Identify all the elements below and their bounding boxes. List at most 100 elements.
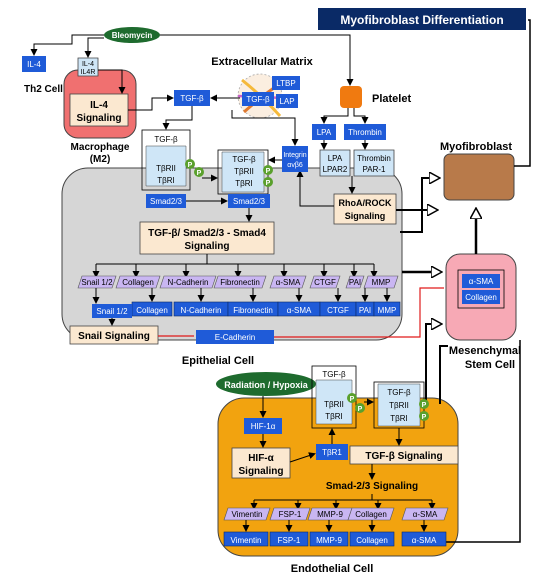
tgfb-free-box [174,90,210,106]
epi-gene-shape-2 [159,275,217,289]
phospho-icon-3 [263,165,273,175]
lpa-box [312,124,336,140]
endo-receptor2-ligand: TGF-β [387,388,411,397]
epi-protein-label-0: Collagen [136,306,168,315]
epi-gene-label-6: PAI [349,278,361,287]
lap-label: LAP [279,97,294,106]
smad1-label: Smad2/3 [150,197,183,206]
il4-signaling-line2: Signaling [77,113,122,124]
stem-marker-frame [457,269,505,309]
red-line-ecadherin-stem [274,287,444,338]
arrow-bleomycin-il4 [30,34,104,56]
page-title: Myofibroblast Differentiation [340,13,503,27]
epi-receptor1-ligand: TGF-β [154,135,178,144]
ecadherin-box [196,330,274,344]
bleomycin-label: Bleomycin [112,31,153,40]
myofibroblast-cell-body [443,153,515,201]
endo-gene-label-2: MMP-9 [317,510,343,519]
epi-protein-box-6 [373,301,401,317]
endo-receptor1-r2: TβRII [324,400,344,409]
epi-gene-shape-3 [213,275,267,289]
thrombin-receptor-bottom: PAR-1 [363,165,387,174]
epi-pathway-box [139,221,275,255]
epi-gene-label-7: MMP [372,278,391,287]
snail-signaling-label: Snail Signaling [78,331,150,342]
endo-gene-shape-1 [269,507,311,521]
rhoa-signaling-box [333,193,397,225]
endo-gene-label-3: Collagen [355,510,387,519]
gene-branch-arrows [92,264,378,278]
phospho-label-7: P [422,402,427,409]
endothelial-cell-label: Endothelial Cell [291,563,374,575]
epi-receptor2-r1: TβRI [235,179,253,188]
epi-gene-label-0: Snail 1/2 [81,278,113,287]
epi-receptor1-r1: TβRI [157,176,175,185]
phospho-label-3: P [266,168,271,175]
ltbp-label: LTBP [276,79,295,88]
endo-receptor2-r2: TβRII [389,401,409,410]
endo-gene-label-0: Vimentin [232,510,263,519]
myofibroblast-label: Myofibroblast [440,141,512,153]
radiation-oval [216,372,316,396]
endo-protein-label-0: Vimentin [231,536,262,545]
phospho-icon-2 [194,167,204,177]
platelet-shape [340,86,362,108]
hif-signaling-box [231,447,291,479]
endo-protein-box-0 [223,531,269,547]
epi-receptor2-ligand: TGF-β [232,155,256,164]
il4-signaling-line1: IL-4 [90,100,108,111]
epi-receptor2-body [221,151,265,193]
arrow-endo-stem-2 [439,345,448,404]
il4-receptor-top: IL-4 [82,61,94,68]
hif-signaling-line1: HIF-α [248,453,274,464]
arrow-receptor-signaling [98,69,126,94]
stem-cell-line1: Mesenchymal [449,345,521,357]
lpa-receptor-shape [319,149,351,177]
phospho-label-8: P [422,414,427,421]
snail-signaling-box [69,325,159,345]
thrombin-box [344,124,386,140]
arrow-epi-myofibroblast [400,178,438,233]
phospho-icon-7 [419,399,429,409]
integrin-box [282,146,308,172]
epithelial-cell-label: Epithelial Cell [182,355,254,367]
arrow-tgfb-receptor1 [162,106,193,130]
arrow-platelet-thrombin [353,108,369,124]
arrow-endo-stem-1 [425,324,440,404]
arrow-bleomycin-receptor [84,37,104,58]
ecm-tgfb-box [242,92,274,106]
epi-protein-label-6: MMP [378,306,397,315]
epi-protein-label-1: N-Cadherin [181,306,222,315]
thrombin-label: Thrombin [348,128,382,137]
phospho-label-4: P [266,180,271,187]
macrophage-line2: (M2) [90,154,111,165]
epi-gene-label-2: N-Cadherin [168,278,209,287]
endo-protein-label-4: α-SMA [412,536,437,545]
arrow-macrophage-tgfb [128,94,174,111]
epi-gene-label-5: CTGF [314,278,336,287]
epi-gene-shape-7 [363,275,399,289]
epi-receptor1-r2: TβRII [156,164,176,173]
thrombin-receptor-top: Thrombin [357,154,391,163]
epi-gene-shape-6 [345,275,365,289]
arrow-bleomycin-platelet [160,34,354,86]
endo-gene-shape-3 [347,507,395,521]
epi-pathway-line2: Signaling [185,241,230,252]
endo-protein-label-2: MMP-9 [316,536,342,545]
integrin-line1: Integrin [283,152,306,159]
endo-protein-box-1 [269,531,309,547]
endo-gene-shape-4 [401,507,449,521]
epi-receptor2-r2: TβRII [234,167,254,176]
endo-receptor2-body [377,383,421,427]
epi-protein-label-4: CTGF [327,306,349,315]
bleomycin-oval [104,27,160,43]
tgfb-free-label: TGF-β [180,94,204,103]
il4-receptor-shape [77,57,99,77]
ecm-tgfb-label: TGF-β [246,95,270,104]
arrow-hif-tbr1 [289,452,316,463]
endo-tgfb-signaling-box [349,445,459,465]
